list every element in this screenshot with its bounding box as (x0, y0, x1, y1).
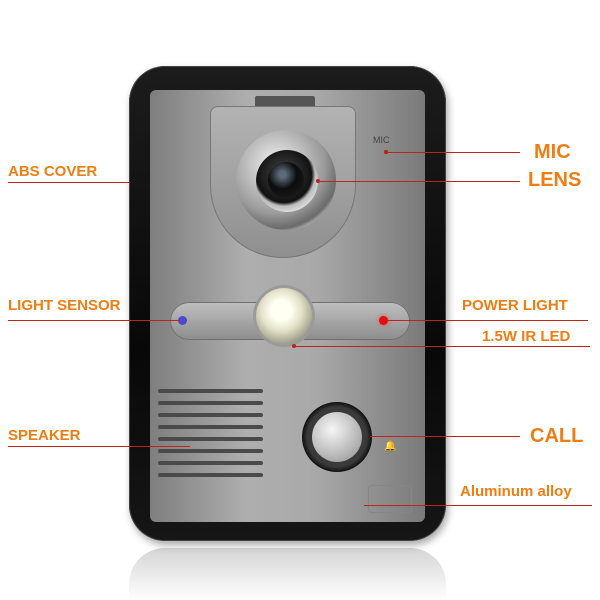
mic-leader (386, 152, 520, 153)
speaker-slot (158, 473, 263, 477)
mic-leader-dot (384, 150, 388, 154)
device-reflection (129, 548, 446, 600)
speaker-slot (158, 389, 263, 393)
ir-led-label: 1.5W IR LED (482, 328, 571, 345)
mic-label: MIC (534, 141, 571, 163)
lens-leader-dot (316, 179, 320, 183)
speaker-slot (158, 449, 263, 453)
speaker-slot (158, 461, 263, 465)
light-sensor-label: LIGHT SENSOR (8, 297, 121, 314)
aluminum-leader (364, 505, 592, 506)
power-led (379, 316, 388, 325)
speaker-slot (158, 437, 263, 441)
light-sensor-leader (8, 320, 180, 321)
ir-led (256, 288, 312, 344)
power-light-leader (386, 320, 588, 321)
light-sensor (178, 316, 187, 325)
lens-label: LENS (528, 169, 582, 191)
power-light-label: POWER LIGHT (462, 297, 568, 314)
bell-icon: 🔔 (384, 441, 397, 452)
ir-led-leader (294, 346, 590, 347)
lens-leader (318, 181, 520, 182)
speaker-label: SPEAKER (8, 427, 81, 444)
mic-engraving: MIC (373, 135, 390, 145)
speaker-grille (148, 385, 268, 493)
bottom-panel (368, 485, 412, 513)
speaker-slot (158, 425, 263, 429)
call-leader (370, 436, 520, 437)
camera-lens (268, 162, 304, 198)
ir-led-leader-dot (292, 344, 296, 348)
call-button[interactable] (312, 412, 362, 462)
speaker-slot (158, 413, 263, 417)
call-label: CALL (530, 425, 584, 447)
abs-cover-leader (8, 182, 130, 183)
speaker-slot (158, 401, 263, 405)
speaker-leader (8, 446, 190, 447)
aluminum-label: Aluminum alloy (460, 483, 572, 500)
abs-cover-label: ABS COVER (8, 163, 98, 180)
top-vent (255, 96, 315, 108)
